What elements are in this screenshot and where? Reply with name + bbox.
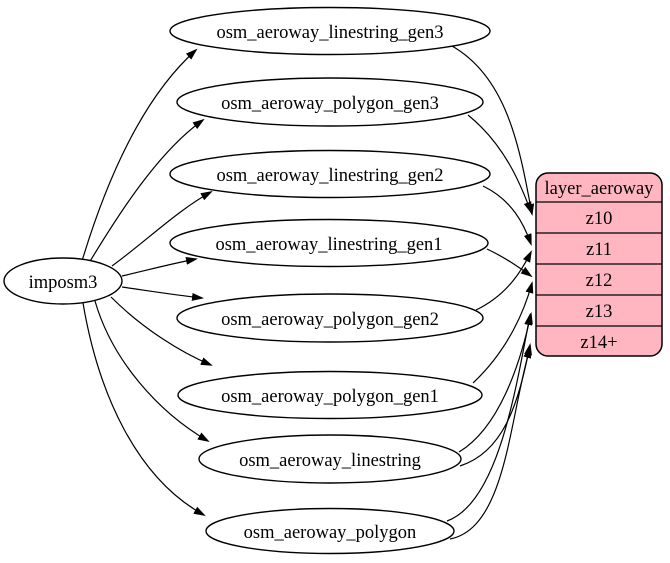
edge-osm_aeroway_polygon_gen3-z10 — [467, 114, 532, 214]
layer-row-z11: z11 — [586, 240, 612, 260]
table-label: osm_aeroway_linestring — [239, 451, 421, 471]
imposm3-ellipse — [3, 257, 123, 305]
table-ellipse — [176, 293, 484, 343]
layer-row-z13: z13 — [586, 302, 613, 322]
edge-imposm3-osm_aeroway_linestring_gen3 — [81, 48, 198, 262]
edge-imposm3-osm_aeroway_polygon_gen2 — [121, 286, 204, 301]
edge-imposm3-osm_aeroway_linestring_gen2 — [111, 191, 213, 267]
node-osm_aeroway_linestring_gen2: osm_aeroway_linestring_gen2 — [169, 149, 491, 199]
table-ellipse — [177, 370, 483, 420]
node-osm_aeroway_linestring_gen1: osm_aeroway_linestring_gen1 — [169, 218, 489, 268]
layer-row-z12: z12 — [586, 271, 613, 291]
table-ellipse — [198, 434, 462, 484]
node-imposm3: imposm3 — [3, 257, 123, 305]
table-ellipse — [169, 6, 491, 56]
table-ellipse — [205, 507, 455, 555]
edge-osm_aeroway_linestring_gen2-z11 — [482, 185, 532, 246]
table-label: osm_aeroway_linestring_gen2 — [216, 166, 443, 186]
node-osm_aeroway_polygon_gen2: osm_aeroway_polygon_gen2 — [176, 293, 484, 343]
layer-row-z14: z14+ — [580, 333, 617, 353]
node-osm_aeroway_polygon_gen3: osm_aeroway_polygon_gen3 — [176, 77, 484, 127]
edge-osm_aeroway_polygon-z14 — [449, 346, 532, 540]
edge-osm_aeroway_linestring-z14 — [459, 343, 532, 467]
table-ellipse — [176, 77, 484, 127]
table-label: osm_aeroway_linestring_gen3 — [216, 23, 443, 43]
table-label: osm_aeroway_polygon — [244, 523, 417, 543]
table-ellipse — [169, 218, 489, 268]
edges-tables-to-layer — [446, 45, 535, 540]
edge-imposm3-osm_aeroway_polygon_gen1 — [110, 296, 213, 366]
table-label: osm_aeroway_polygon_gen3 — [221, 94, 439, 114]
edge-imposm3-osm_aeroway_linestring_gen1 — [121, 256, 198, 277]
edge-imposm3-osm_aeroway_polygon — [82, 302, 206, 516]
edge-osm_aeroway_polygon_gen1-z12 — [472, 281, 534, 384]
node-osm_aeroway_linestring_gen3: osm_aeroway_linestring_gen3 — [169, 6, 491, 56]
node-osm_aeroway_polygon_gen1: osm_aeroway_polygon_gen1 — [177, 370, 483, 420]
edge-imposm3-osm_aeroway_linestring — [94, 300, 210, 443]
imposm3-label: imposm3 — [29, 273, 98, 293]
edge-osm_aeroway_linestring_gen3-z10 — [451, 45, 535, 216]
table-label: osm_aeroway_polygon_gen2 — [221, 310, 439, 330]
table-label: osm_aeroway_polygon_gen1 — [221, 387, 439, 407]
edge-osm_aeroway_polygon_gen2-z11 — [475, 250, 532, 311]
edge-osm_aeroway_polygon-z13 — [446, 313, 533, 522]
table-ellipse — [169, 149, 491, 199]
edge-osm_aeroway_linestring-z13 — [458, 312, 533, 453]
node-osm_aeroway_polygon: osm_aeroway_polygon — [205, 507, 455, 555]
layer-row-z10: z10 — [586, 209, 613, 229]
table-label: osm_aeroway_linestring_gen1 — [215, 235, 442, 255]
layer-title: layer_aeroway — [545, 179, 655, 199]
node-layer_aeroway: layer_aeroway z10 z11 z12 z13 z14+ — [535, 172, 663, 357]
edges-source-to-tables — [81, 48, 213, 516]
edge-osm_aeroway_linestring_gen1-z12 — [486, 248, 533, 278]
node-osm_aeroway_linestring: osm_aeroway_linestring — [198, 434, 462, 484]
edge-imposm3-osm_aeroway_polygon_gen3 — [88, 118, 205, 264]
